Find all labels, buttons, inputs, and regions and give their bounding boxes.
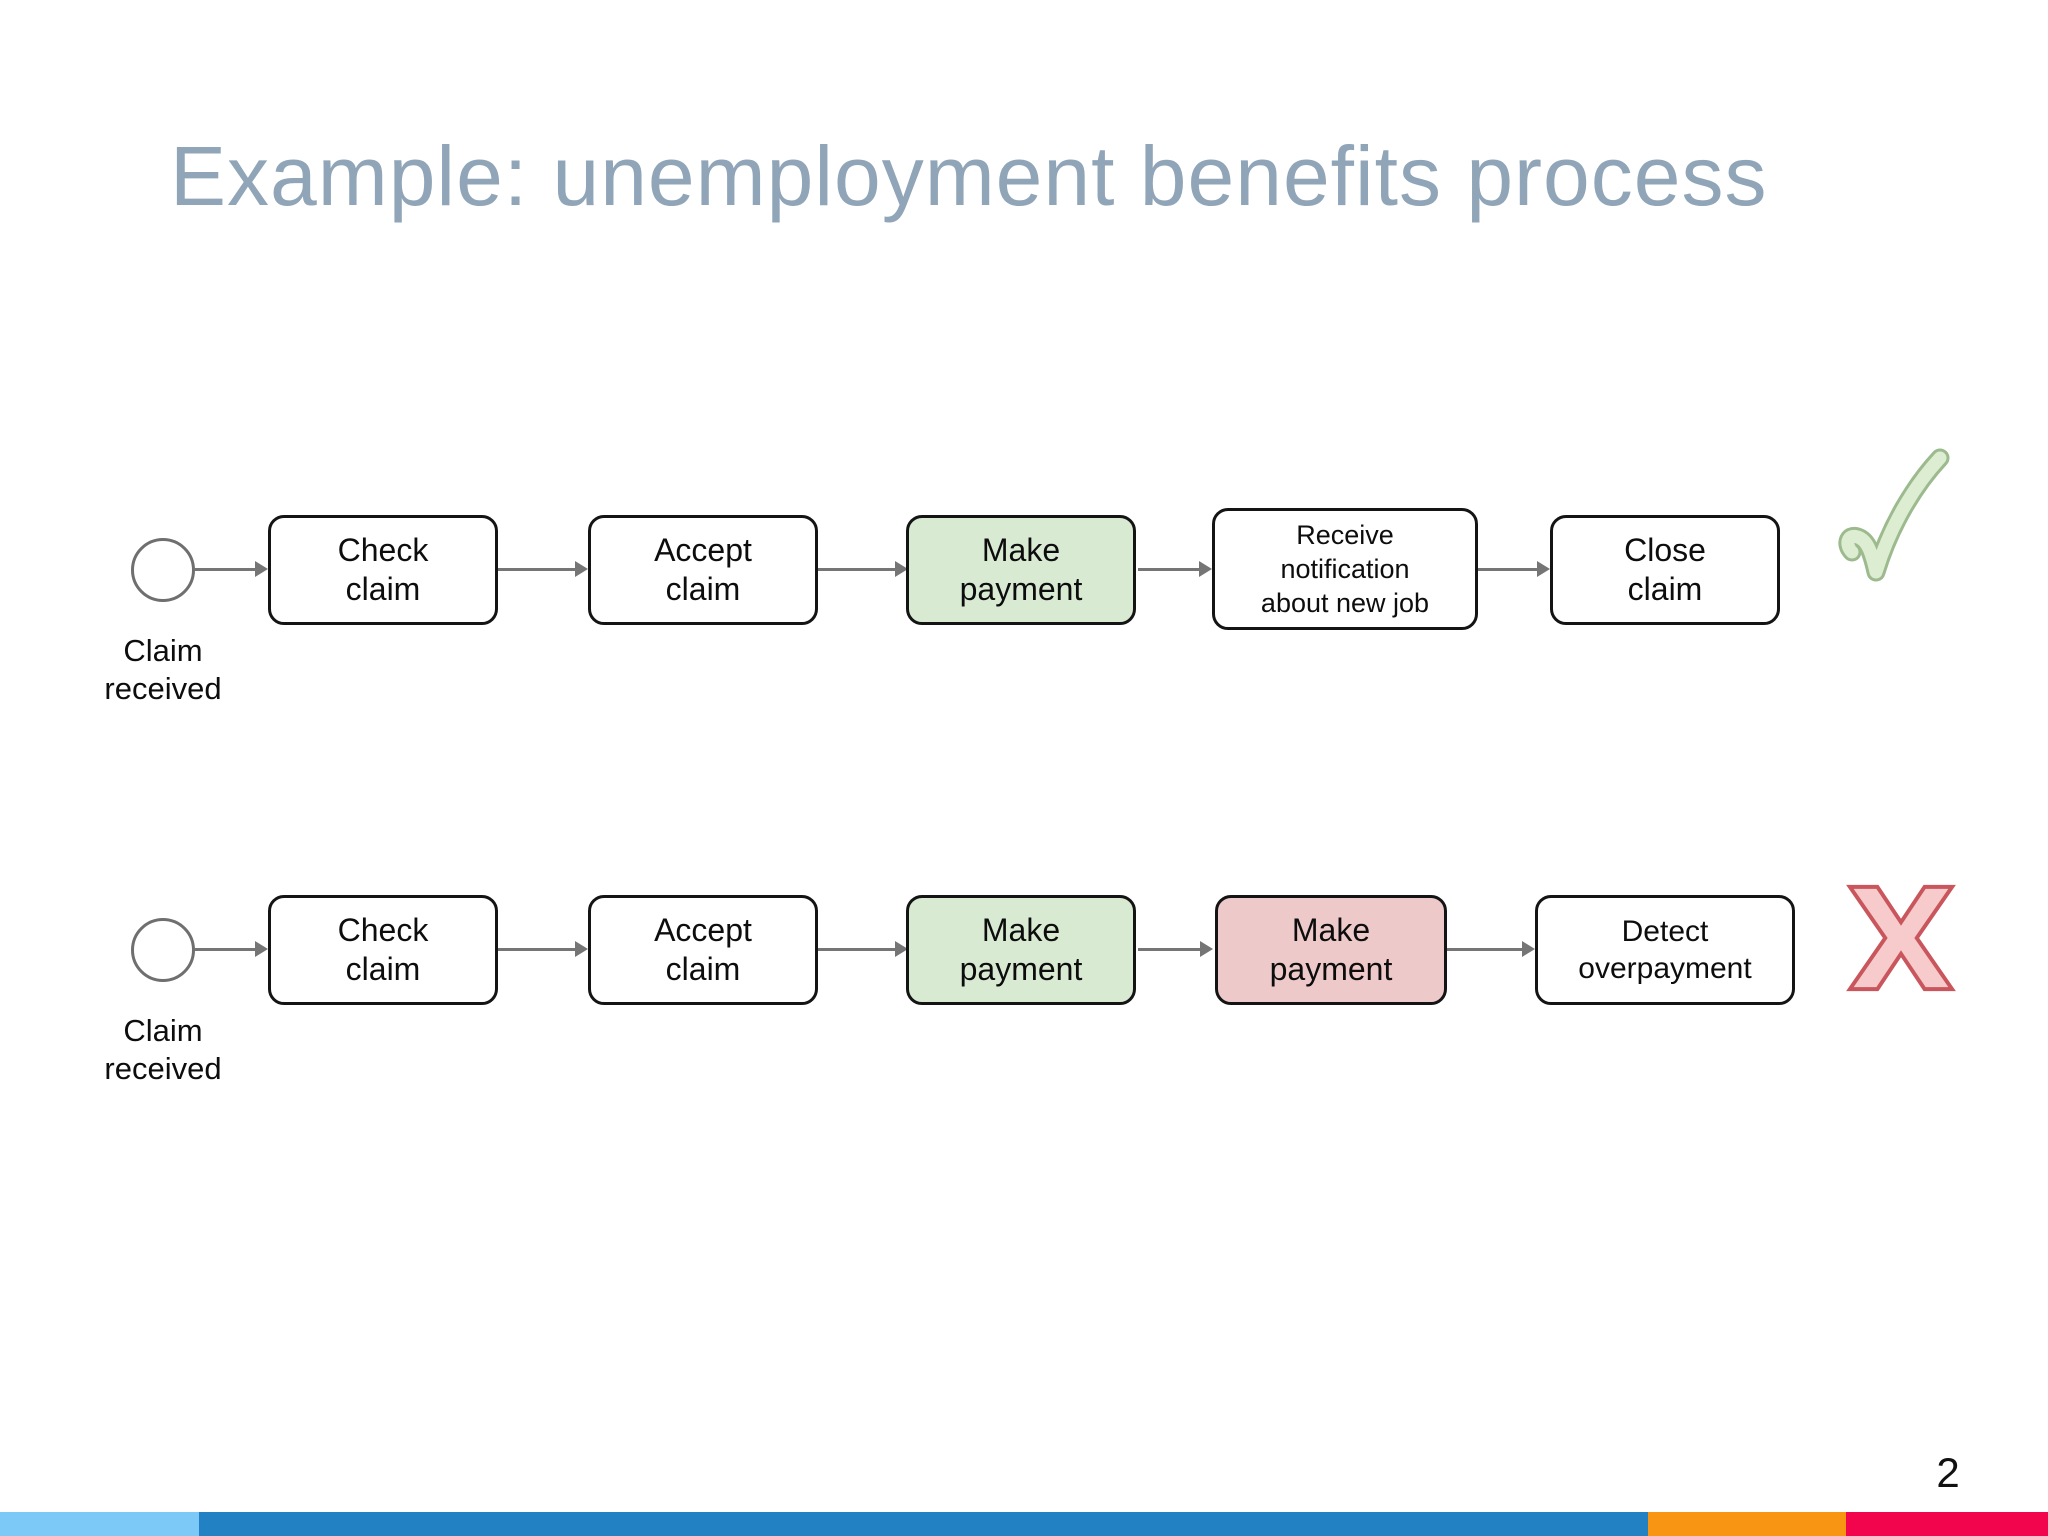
flow-arrow — [498, 941, 588, 957]
start-event-label: Claim received — [104, 1013, 222, 1086]
task-label: Detect overpayment — [1578, 915, 1752, 985]
start-event-label: Claim received — [104, 633, 222, 706]
task-make-payment-duplicate: Make payment — [1215, 895, 1447, 1005]
slide-title: Example: unemployment benefits process — [170, 129, 1768, 223]
task-label: Make payment — [1269, 912, 1393, 987]
task-accept-claim: Accept claim — [588, 515, 818, 625]
task-check-claim: Check claim — [268, 515, 498, 625]
flow-arrow — [1138, 561, 1212, 577]
footer-bar — [0, 1512, 2048, 1536]
cross-mark-icon — [1846, 884, 1956, 992]
flow-arrow — [1478, 561, 1550, 577]
check-mark-icon — [1838, 448, 1950, 582]
task-label: Check claim — [337, 532, 429, 607]
flow-arrow — [1447, 941, 1535, 957]
task-detect-overpayment: Detect overpayment — [1535, 895, 1795, 1005]
task-label: Close claim — [1624, 532, 1706, 607]
footer-bar-segment-lightblue — [0, 1512, 199, 1536]
task-check-claim: Check claim — [268, 895, 498, 1005]
task-make-payment: Make payment — [906, 515, 1136, 625]
task-receive-notification: Receive notification about new job — [1212, 508, 1478, 630]
footer-bar-segment-blue — [199, 1512, 1648, 1536]
footer-bar-segment-orange — [1648, 1512, 1846, 1536]
task-make-payment: Make payment — [906, 895, 1136, 1005]
flow-arrow — [195, 941, 268, 957]
footer-bar-segment-red — [1846, 1512, 2048, 1536]
start-event-circle — [131, 918, 195, 982]
task-label: Make payment — [959, 532, 1083, 607]
task-label: Accept claim — [654, 532, 752, 607]
task-accept-claim: Accept claim — [588, 895, 818, 1005]
start-event-circle — [131, 538, 195, 602]
flow-arrow — [498, 561, 588, 577]
flow-arrow — [195, 561, 268, 577]
task-close-claim: Close claim — [1550, 515, 1780, 625]
task-label: Make payment — [959, 912, 1083, 987]
page-number: 2 — [1936, 1449, 1960, 1496]
task-label: Accept claim — [654, 912, 752, 987]
task-label: Check claim — [337, 912, 429, 987]
task-label: Receive notification about new job — [1260, 520, 1430, 618]
flow-arrow — [818, 561, 908, 577]
flow-arrow — [1138, 941, 1213, 957]
flow-arrow — [818, 941, 908, 957]
